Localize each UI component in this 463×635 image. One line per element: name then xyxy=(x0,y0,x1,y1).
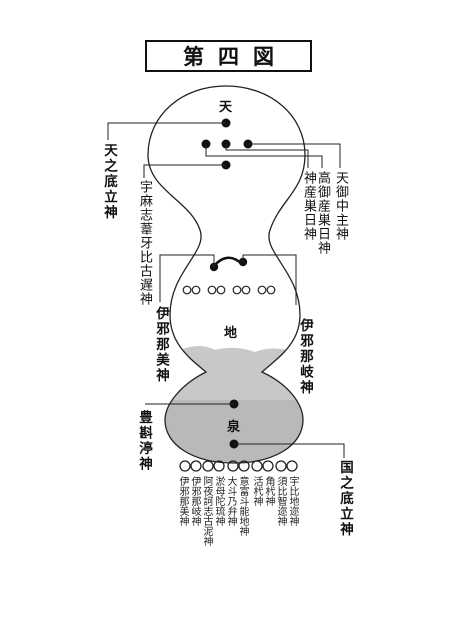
line-kuni-no-sokotachi xyxy=(234,443,345,458)
label-ame-no-minakanushi: 天御中主神 xyxy=(333,171,348,241)
spring-dark-band xyxy=(150,400,305,463)
label-heaven: 天 xyxy=(219,100,233,115)
lower-label-5: 大斗乃弁神 xyxy=(225,476,236,526)
line-takamimusubi xyxy=(205,144,323,168)
label-umashiashikabi: 宇麻志葦牙比古遅神 xyxy=(137,180,152,306)
label-izanami: 伊邪那美神 xyxy=(153,306,169,384)
lower-label-9: 須比智迩神 xyxy=(275,476,286,526)
label-takamimusubi: 高御産巣日神 xyxy=(315,171,330,255)
lower-label-4: 淤母陀琉神 xyxy=(213,476,224,526)
label-spring: 泉 xyxy=(227,420,241,435)
label-ame-no-sokotachi: 天之底立神 xyxy=(101,143,117,221)
lower-label-7: 活杙神 xyxy=(251,476,262,506)
line-kamimusubi xyxy=(225,144,309,168)
title-box: 第四図 xyxy=(145,40,312,72)
lower-label-8: 角杙神 xyxy=(263,476,274,506)
lower-label-1: 伊邪那美神 xyxy=(177,476,188,526)
lower-label-2: 伊邪那岐神 xyxy=(189,476,200,526)
line-ame-no-sokotachi xyxy=(107,122,226,140)
label-kamimusubi: 神産巣日神 xyxy=(301,171,316,241)
line-izanagi xyxy=(242,254,297,305)
lower-label-3: 阿夜訶志古泥神 xyxy=(201,476,212,546)
earth-circle-row xyxy=(182,285,276,295)
lower-circle-row xyxy=(179,460,298,472)
lower-label-6: 意富斗能地神 xyxy=(237,476,248,536)
line-umashiashikabi xyxy=(143,164,226,178)
label-toyokumunu: 豊斟渟神 xyxy=(136,410,152,472)
label-earth: 地 xyxy=(224,326,238,341)
label-kuni-no-sokotachi: 国之底立神 xyxy=(337,460,353,538)
line-ame-no-minakanushi xyxy=(248,143,341,168)
label-izanagi: 伊邪那岐神 xyxy=(297,318,313,396)
body-outline xyxy=(147,85,306,464)
lower-label-10: 宇比地迩神 xyxy=(287,476,298,526)
line-izanami xyxy=(159,254,215,302)
union-arc xyxy=(213,256,244,267)
diagram-title: 第四図 xyxy=(183,45,288,69)
